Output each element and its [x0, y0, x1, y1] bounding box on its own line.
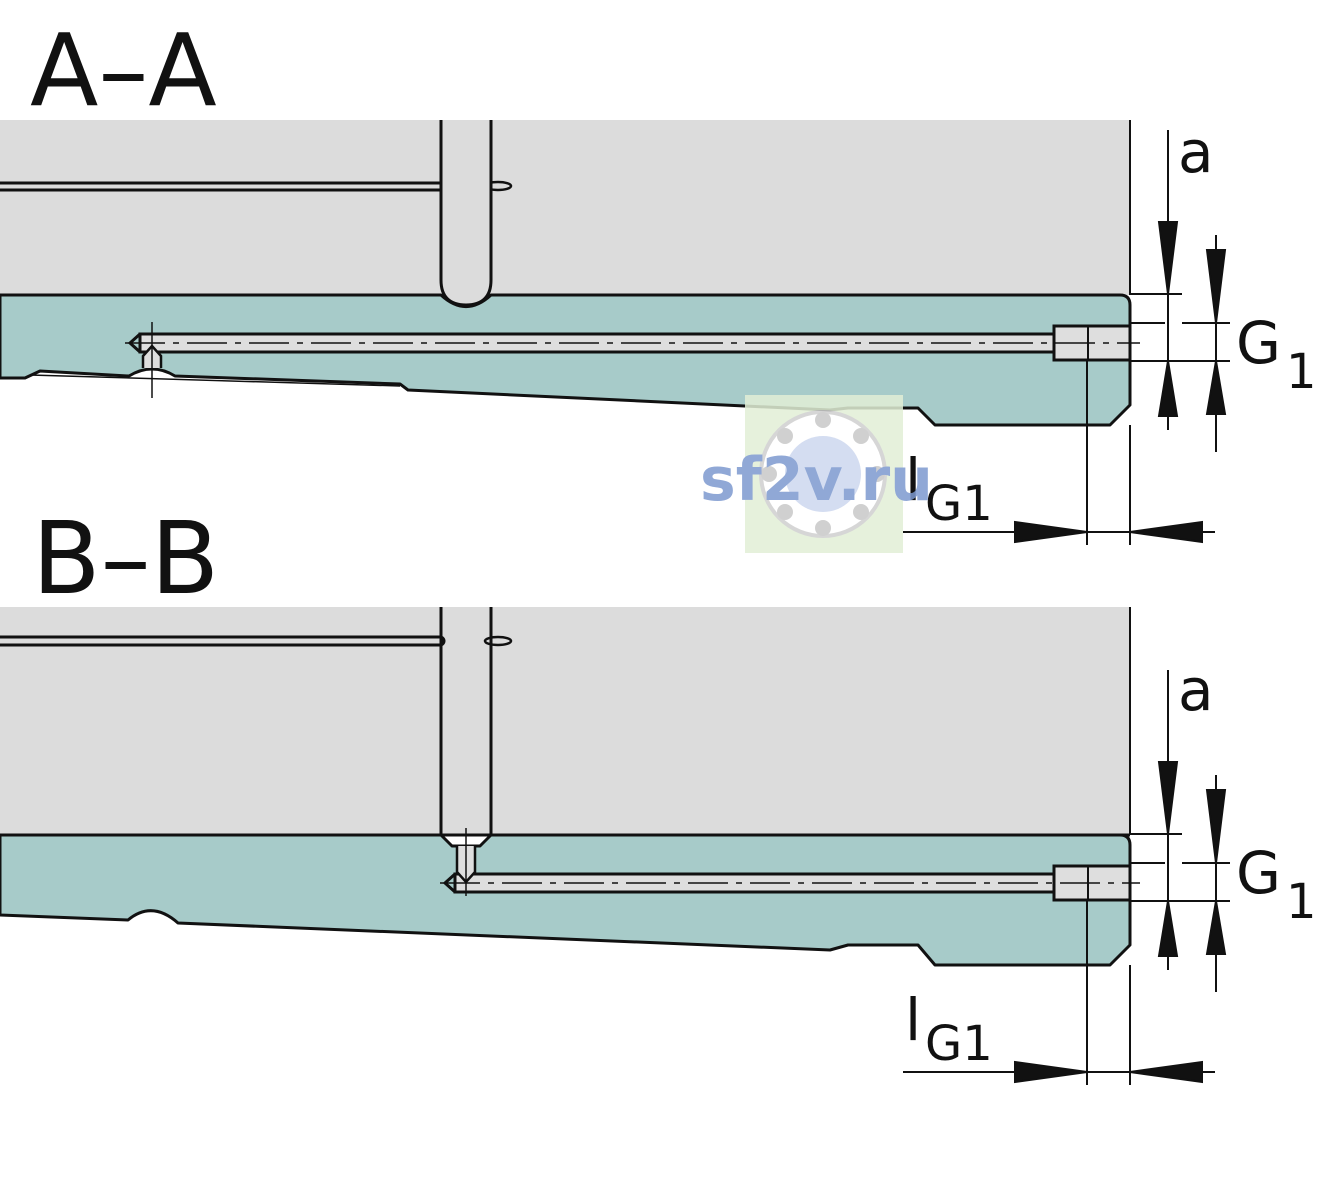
lower-part-a: [0, 293, 1132, 427]
watermark-text: sf2v.ru: [700, 445, 933, 515]
vertical-slot-a: [439, 120, 493, 307]
lower-edge-thin-a: [29, 374, 401, 387]
upper-part-b: [0, 607, 1130, 835]
dim-l-label-a: l: [905, 446, 921, 514]
vertical-slot-b: [439, 607, 493, 835]
dim-g-label-b: G: [1236, 839, 1281, 907]
upper-part-a: [0, 120, 1130, 295]
dimension-lg1-b: [903, 900, 1215, 1085]
dimension-a-a: [1130, 130, 1182, 430]
dim-l-sub-a: G1: [925, 476, 993, 532]
dim-g-label-a: G: [1236, 309, 1281, 377]
groove-oval-b: [483, 635, 513, 647]
dimension-a-b: [1130, 670, 1182, 970]
bearing-inner-icon: [785, 436, 861, 512]
section-b-title: B–B: [32, 500, 219, 617]
dim-g-sub-b: 1: [1286, 874, 1317, 930]
section-a-title: A–A: [30, 12, 217, 129]
dimension-g1-a: [1182, 235, 1230, 452]
dim-l-sub-b: G1: [925, 1016, 993, 1072]
watermark: sf2v.ru: [700, 395, 933, 553]
dim-a-label-b: a: [1178, 656, 1214, 724]
section-a-a: A–A a: [0, 12, 1317, 545]
dimension-g1-b: [1182, 775, 1230, 992]
dim-l-label-b: l: [905, 986, 921, 1054]
bearing-balls-icon: [761, 412, 885, 536]
lower-part-b: [0, 833, 1132, 967]
dimension-lg1-a: [903, 360, 1215, 545]
dim-g-sub-a: 1: [1286, 344, 1317, 400]
dim-a-label-a: a: [1178, 118, 1214, 186]
section-b-b: B–B a: [0, 500, 1317, 1085]
